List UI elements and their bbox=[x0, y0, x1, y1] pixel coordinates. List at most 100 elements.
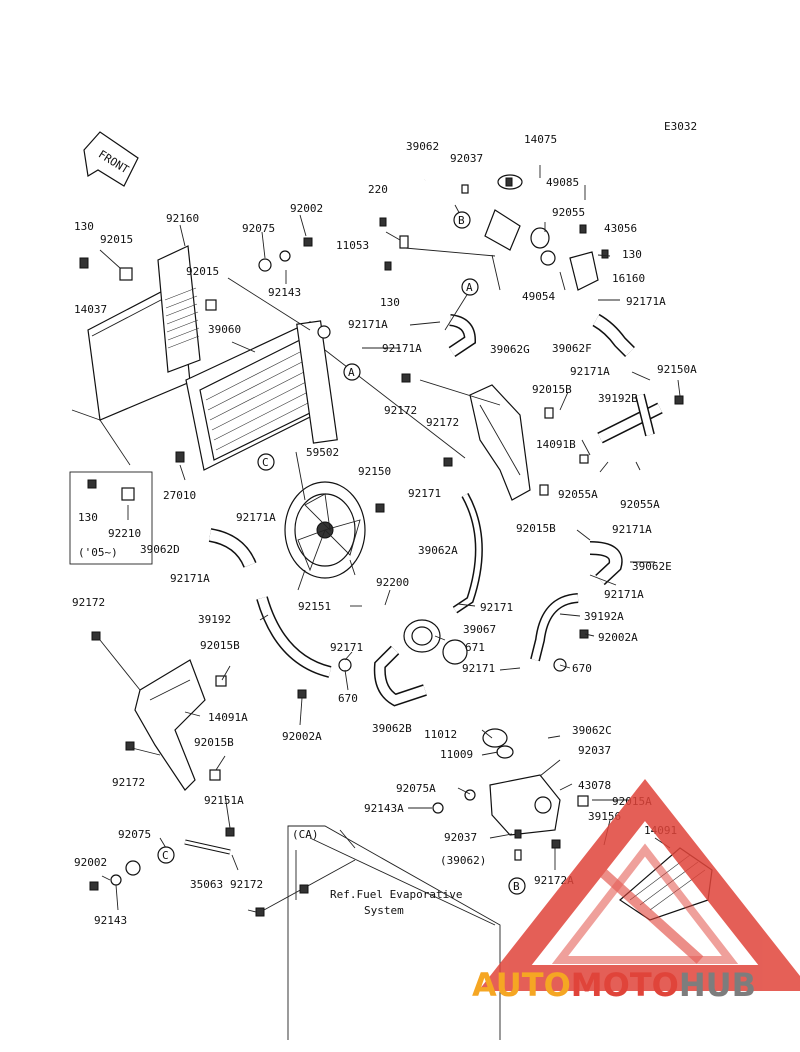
part-number-label: 92171 bbox=[408, 487, 441, 500]
part-number-label: 92075 bbox=[118, 828, 151, 841]
cover-14091A bbox=[134, 659, 206, 791]
part-number-label: 92171A bbox=[348, 318, 388, 331]
part-number-label: 39062B bbox=[372, 722, 412, 735]
watermark-moto: MOTO bbox=[571, 966, 679, 1004]
part-number-label: 92171A bbox=[626, 295, 666, 308]
callout-a-left: A bbox=[343, 363, 361, 381]
part-number-label: 16160 bbox=[612, 272, 645, 285]
hose-39062A bbox=[452, 493, 483, 614]
water-pipe-39192B bbox=[597, 393, 663, 444]
hose-39062E bbox=[589, 541, 623, 586]
part-number-label: 35063 bbox=[190, 878, 223, 891]
part-number-label: 92037 bbox=[450, 152, 483, 165]
part-number-label: 92055A bbox=[558, 488, 598, 501]
radiator-39060 bbox=[185, 320, 338, 471]
part-number-label: 39062E bbox=[632, 560, 672, 573]
part-number-label: 92171A bbox=[612, 523, 652, 536]
part-number-label: 92171 bbox=[330, 641, 363, 654]
water-pipe-39062 bbox=[424, 174, 502, 217]
part-number-label: 92055A bbox=[620, 498, 660, 511]
part-number-label: 92151 bbox=[298, 600, 331, 613]
callout-c-label: C bbox=[262, 456, 269, 469]
watermark-text: AUTOMOTOHUB bbox=[472, 966, 756, 1004]
automotohub-watermark-logo bbox=[478, 778, 800, 991]
part-number-label: 92002A bbox=[282, 730, 322, 743]
callout-a-top: A bbox=[461, 278, 479, 296]
part-number-label: 14091A bbox=[208, 711, 248, 724]
part-number-label: 11009 bbox=[440, 748, 473, 761]
part-number-label: 92171 bbox=[480, 601, 513, 614]
part-number-label: 43078 bbox=[578, 779, 611, 792]
part-number-label: 92143 bbox=[268, 286, 301, 299]
part-number-label: 39062C bbox=[572, 724, 612, 737]
part-number-label: 92171A bbox=[382, 342, 422, 355]
part-number-label: 92002 bbox=[290, 202, 323, 215]
part-number-label: 11012 bbox=[424, 728, 457, 741]
part-number-label: 92171A bbox=[170, 572, 210, 585]
part-number-label: 130 bbox=[622, 248, 642, 261]
note-paren-part: (39062) bbox=[440, 854, 486, 867]
part-number-label: 92172 bbox=[384, 404, 417, 417]
callout-a-label: A bbox=[466, 281, 473, 294]
part-number-labels: 1309201514037921609207592002920159214339… bbox=[72, 133, 697, 927]
part-number-label: 92015B bbox=[200, 639, 240, 652]
callout-b-label: B bbox=[513, 880, 520, 893]
watermark-auto: AUTO bbox=[472, 966, 571, 1004]
part-number-label: 14091B bbox=[536, 438, 576, 451]
part-number-label: 43056 bbox=[604, 222, 637, 235]
reservoir-tank-43078 bbox=[482, 728, 561, 836]
part-number-label: 39192A bbox=[584, 610, 624, 623]
part-number-label: 92172 bbox=[112, 776, 145, 789]
part-number-label: 92143 bbox=[94, 914, 127, 927]
callout-b-top: B bbox=[453, 211, 471, 229]
part-number-label: 92172 bbox=[230, 878, 263, 891]
note-ref-line1: Ref.Fuel Evaporative bbox=[330, 888, 462, 901]
hose-39062D bbox=[208, 528, 257, 568]
bracket-35063 bbox=[184, 839, 231, 855]
front-arrow-icon: FRONT bbox=[83, 131, 139, 187]
part-number-label: 39192 bbox=[198, 613, 231, 626]
hose-39062F bbox=[592, 313, 635, 357]
callout-c-bottom: C bbox=[157, 846, 175, 864]
filler-neck-14075 bbox=[484, 174, 523, 251]
part-number-label: 39156 bbox=[588, 810, 621, 823]
part-number-label: 92015B bbox=[194, 736, 234, 749]
note-ca: (CA) bbox=[292, 828, 319, 841]
oil-cooler-39067 bbox=[403, 619, 468, 665]
part-number-label: 49085 bbox=[546, 176, 579, 189]
part-number-label: 92160 bbox=[166, 212, 199, 225]
part-number-label: 220 bbox=[368, 183, 388, 196]
hose-39192 bbox=[256, 596, 332, 678]
part-number-label: 39192B bbox=[598, 392, 638, 405]
part-number-label: 92150 bbox=[358, 465, 391, 478]
part-number-label: 92015B bbox=[516, 522, 556, 535]
part-number-label: 92171A bbox=[604, 588, 644, 601]
diagram-code: E3032 bbox=[664, 120, 697, 133]
part-number-label: 39062A bbox=[418, 544, 458, 557]
part-number-label: 670 bbox=[338, 692, 358, 705]
callout-b-bottom: B bbox=[508, 877, 526, 895]
part-number-label: 92143A bbox=[364, 802, 404, 815]
part-number-label: 92171A bbox=[236, 511, 276, 524]
part-number-label: 39062 bbox=[406, 140, 439, 153]
part-number-label: 92037 bbox=[578, 744, 611, 757]
part-number-label: 92002A bbox=[598, 631, 638, 644]
hose-39062G bbox=[448, 314, 477, 357]
part-number-label: 92172 bbox=[426, 416, 459, 429]
hose-39192A bbox=[530, 593, 579, 662]
part-number-label: 130 bbox=[78, 511, 98, 524]
part-number-label: 92171 bbox=[462, 662, 495, 675]
note-year: ('05~) bbox=[78, 546, 118, 559]
hose-39062B bbox=[373, 645, 427, 707]
part-number-label: 92015 bbox=[186, 265, 219, 278]
part-number-label: 92037 bbox=[444, 831, 477, 844]
part-number-label: 92075 bbox=[242, 222, 275, 235]
radiator-core-screen bbox=[157, 245, 201, 373]
part-number-label: 11053 bbox=[336, 239, 369, 252]
part-number-label: 92151A bbox=[204, 794, 244, 807]
thermostat-housing-16160 bbox=[540, 250, 599, 291]
part-number-label: 14075 bbox=[524, 133, 557, 146]
part-number-label: 130 bbox=[380, 296, 400, 309]
part-number-label: 92055 bbox=[552, 206, 585, 219]
